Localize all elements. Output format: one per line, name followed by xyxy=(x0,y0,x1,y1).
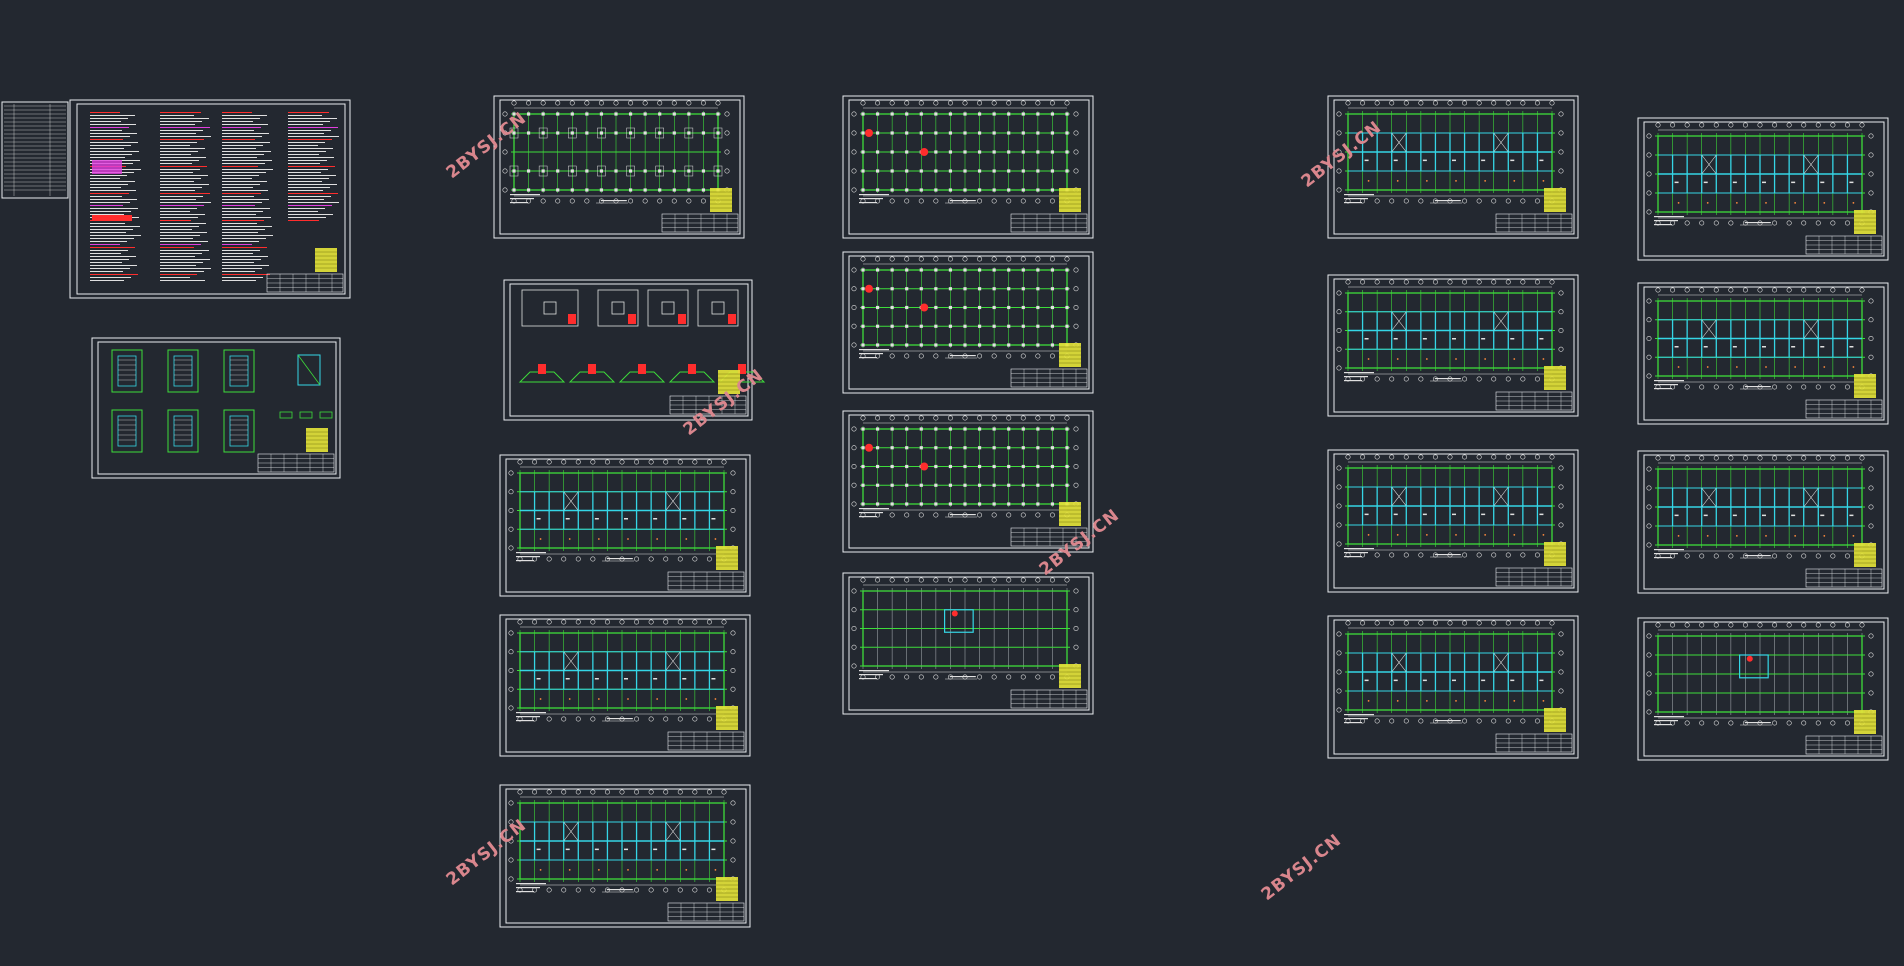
legend-table xyxy=(1544,708,1566,732)
title-block xyxy=(1805,399,1883,419)
title-block xyxy=(1805,235,1883,255)
title-block xyxy=(1495,733,1573,753)
title-block xyxy=(1010,213,1088,233)
plan-roof-reinf-plan xyxy=(1646,622,1883,755)
title-block xyxy=(266,273,344,293)
legend-table xyxy=(1059,343,1081,367)
title-block xyxy=(1010,368,1088,388)
legend-table xyxy=(306,428,328,452)
legend-table xyxy=(710,188,732,212)
legend-table xyxy=(1059,664,1081,688)
sheet-floor-beam-plan-2[interactable] xyxy=(499,614,751,757)
legend-table xyxy=(1854,710,1876,734)
sheet-reinf-plan-3[interactable] xyxy=(1637,450,1889,594)
index-table-lines xyxy=(4,104,66,196)
sheet-reinf-plan-1[interactable] xyxy=(1637,117,1889,261)
legend-table xyxy=(1059,188,1081,212)
plan-floor-beam-plan-2 xyxy=(508,619,745,751)
title-block xyxy=(1010,527,1088,547)
sheet-column-plan-1[interactable] xyxy=(842,95,1094,239)
plan-reinf-plan-1 xyxy=(1646,122,1883,255)
plan-floor-beam-plan-3 xyxy=(508,789,745,922)
title-block xyxy=(669,395,747,415)
legend-table xyxy=(1059,502,1081,526)
drawing-content xyxy=(4,100,1883,922)
legend-table xyxy=(1544,188,1566,212)
sheet-index-table[interactable] xyxy=(1,101,69,199)
title-block xyxy=(1495,391,1573,411)
plan-floor-beam-plan-1 xyxy=(508,459,745,591)
title-block xyxy=(257,453,335,473)
sheet-foundation-plan[interactable] xyxy=(493,95,745,239)
title-block xyxy=(1805,568,1883,588)
sheet-slab-plan-2[interactable] xyxy=(1327,274,1579,417)
sheet-column-plan-2[interactable] xyxy=(842,251,1094,394)
plan-slab-plan-1 xyxy=(1336,100,1573,233)
title-block xyxy=(661,213,739,233)
sheet-footing-details[interactable] xyxy=(503,279,753,421)
title-block xyxy=(667,571,745,591)
sheet-design-notes[interactable] xyxy=(69,99,351,299)
title-block xyxy=(1010,689,1088,709)
plan-column-plan-3 xyxy=(851,415,1088,547)
drawing-sheets xyxy=(1,95,1889,928)
legend-table xyxy=(1854,374,1876,398)
plan-slab-plan-2 xyxy=(1336,279,1573,411)
sheet-slab-plan-1[interactable] xyxy=(1327,95,1579,239)
legend-table xyxy=(1854,543,1876,567)
plan-slab-plan-3 xyxy=(1336,454,1573,587)
legend-table xyxy=(1544,366,1566,390)
sheet-floor-beam-plan-3[interactable] xyxy=(499,784,751,928)
title-block xyxy=(667,731,745,751)
footing-details-drawings xyxy=(518,289,766,415)
legend-table xyxy=(1854,210,1876,234)
sheet-roof-column-plan[interactable] xyxy=(842,572,1094,715)
plan-roof-column-plan xyxy=(851,577,1088,709)
legend-table xyxy=(718,370,740,394)
legend-table xyxy=(716,706,738,730)
sheet-stair-details[interactable] xyxy=(91,337,341,479)
plan-slab-plan-4 xyxy=(1336,620,1573,753)
legend-table xyxy=(716,877,738,901)
plan-reinf-plan-2 xyxy=(1646,287,1883,419)
title-block xyxy=(1495,567,1573,587)
sheet-reinf-plan-2[interactable] xyxy=(1637,282,1889,425)
legend-table xyxy=(1544,542,1566,566)
title-block xyxy=(667,902,745,922)
design-notes-text xyxy=(90,112,344,293)
sheet-roof-reinf-plan[interactable] xyxy=(1637,617,1889,761)
plan-foundation-plan xyxy=(502,100,739,233)
title-block xyxy=(1805,735,1883,755)
sheet-column-plan-3[interactable] xyxy=(842,410,1094,553)
plan-reinf-plan-3 xyxy=(1646,455,1883,588)
sheet-slab-plan-3[interactable] xyxy=(1327,449,1579,593)
title-block xyxy=(1495,213,1573,233)
legend-table xyxy=(315,248,337,272)
sheet-floor-beam-plan-1[interactable] xyxy=(499,454,751,597)
plan-column-plan-1 xyxy=(851,100,1088,233)
plan-column-plan-2 xyxy=(851,256,1088,388)
stair-details-drawings xyxy=(111,349,335,473)
sheet-slab-plan-4[interactable] xyxy=(1327,615,1579,759)
legend-table xyxy=(716,546,738,570)
